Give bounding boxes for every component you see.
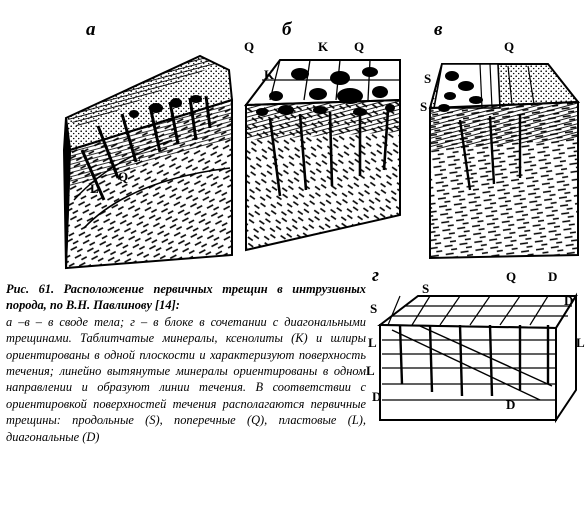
label-c-q-top: Q xyxy=(504,39,515,54)
label-b-q-top: Q xyxy=(354,39,365,54)
label-d-d-left: D xyxy=(372,389,382,404)
block-b xyxy=(243,59,401,252)
label-d-l-right: L xyxy=(576,335,585,350)
panel-a-letter: а xyxy=(86,19,96,40)
block-d xyxy=(377,292,578,424)
label-b-k-top: K xyxy=(318,39,329,54)
label-d-s-left: S xyxy=(370,301,378,316)
label-c-s-lower: S xyxy=(420,99,428,114)
label-d-d-bottom: D xyxy=(506,397,516,412)
panel-c-letter: в xyxy=(434,19,443,40)
label-d-l-left2: L xyxy=(366,363,375,378)
panel-d-letter: г xyxy=(372,265,380,286)
label-d-q-top: Q xyxy=(506,269,517,284)
label-d-d-top: D xyxy=(548,269,558,284)
panel-b-letter: б xyxy=(282,19,292,40)
block-c xyxy=(428,63,581,260)
label-a-q-top: Q xyxy=(244,39,255,54)
label-a-l-upper: L xyxy=(132,149,141,164)
caption-title: Рис. 61. Расположение первичных трещин в… xyxy=(6,282,366,313)
label-d-l-left1: L xyxy=(368,335,377,350)
label-d-d-right: D xyxy=(564,293,574,308)
label-a-q-mid: Q xyxy=(118,169,129,184)
label-a-l-lower: L xyxy=(90,181,99,196)
label-b-k-side: K xyxy=(264,67,275,82)
figure-caption: Рис. 61. Расположение первичных трещин в… xyxy=(6,281,366,445)
label-d-s-top: S xyxy=(422,281,430,296)
block-a xyxy=(62,54,234,270)
caption-body: а –в – в своде тела; г – в блоке в сочет… xyxy=(6,314,366,444)
label-c-s-upper: S xyxy=(424,71,432,86)
